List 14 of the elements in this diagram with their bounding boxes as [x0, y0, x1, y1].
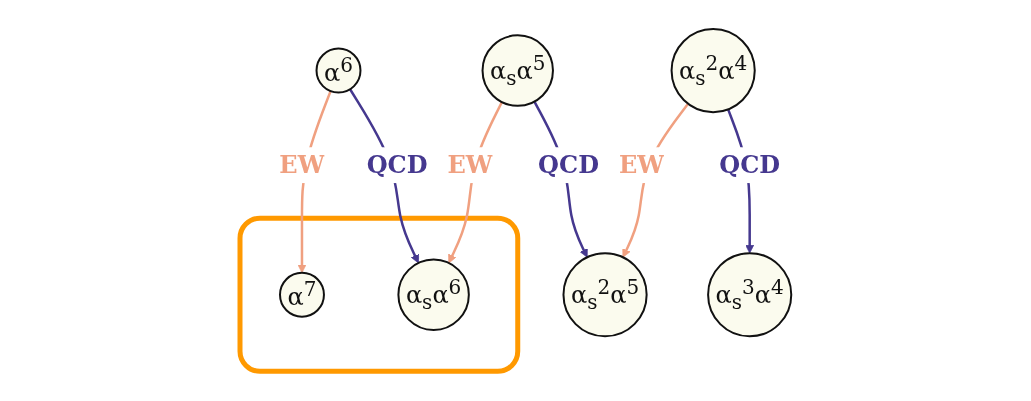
- node-circle: α$_{s}$$^{3}$α$^{4}$: [706, 252, 793, 338]
- node-circle: α$^{7}$: [278, 272, 325, 319]
- edge-label: QCD: [537, 150, 599, 180]
- cluster: [237, 216, 521, 375]
- node-circle: α$_{s}$α$^{6}$: [397, 258, 470, 332]
- node-circle: α$_{s}$$^{2}$α$^{5}$: [562, 252, 648, 338]
- edge-label: QCD: [366, 150, 428, 180]
- node-circle: α$_{s}$α$^{5}$: [481, 34, 554, 108]
- edge-label: EW: [447, 150, 493, 180]
- edge-label: EW: [279, 150, 325, 180]
- edge-label: EW: [618, 150, 665, 180]
- node-circle: α$^{6}$: [315, 47, 362, 94]
- node-circle: α$_{s}$$^{2}$α$^{4}$: [670, 28, 756, 114]
- edge-label: QCD: [719, 150, 780, 180]
